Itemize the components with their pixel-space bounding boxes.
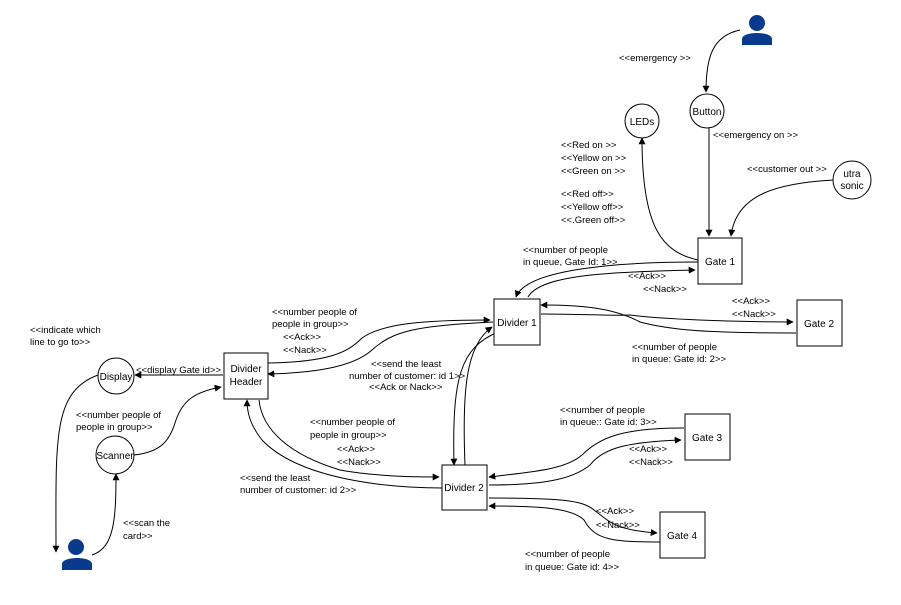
label-header-group-top-2: people in group>> [272,319,349,330]
person-icon-top [742,15,772,45]
node-display: Display [97,357,135,395]
edge-header-to-divider1 [267,316,491,364]
edge-gate4-to-divider2 [488,502,661,543]
node-display-label: Display [100,372,133,383]
label-send-least-1-b: number of customer: id 1>> [349,371,466,382]
label-indicate-1: <<indicate which [30,325,101,336]
label-gate1-ack: <<Ack>> [628,271,666,282]
node-scanner-label: Scanner [96,451,134,462]
edge-actor-to-button [702,29,741,93]
label-gate1-queue-1: <<number of people [523,245,608,256]
label-send-least-2-b: number of customer: id 2>> [240,485,357,496]
node-leds-label: LEDs [630,117,654,128]
label-gate4-ack: <<Ack>> [596,506,634,517]
node-button: Button [689,93,725,129]
label-gate3-ack: <<Ack>> [629,444,667,455]
node-divider-header: Divider Header [223,352,269,400]
node-button-label: Button [693,107,722,118]
edge-divider2-to-divider1 [463,326,493,466]
label-scan-card-2: card>> [123,531,153,542]
label-gate4-nack: <<Nack>> [596,520,640,531]
edge-divider2-to-header [243,399,444,489]
edge-divider2-to-gate4 [488,497,658,537]
edge-divider1-to-gate1 [527,266,696,298]
label-gate2-queue-2: in queue: Gate id: 2>> [632,354,726,365]
edge-labels: <<emergency >> <<emergency on >> <<custo… [30,53,827,573]
label-header-group-bottom-2: people in group>> [310,430,387,441]
label-yellow-off: <<Yellow off>> [561,202,624,213]
node-ultrasonic-label-1: utra [843,169,861,180]
person-icon-bottom [62,539,92,570]
edge-gate3-to-divider2 [488,427,685,480]
node-divider2-label: Divider 2 [444,483,484,494]
label-indicate-2: line to go to>> [30,337,91,348]
label-header-nack-top: <<Nack>> [283,345,327,356]
label-header-ack-bottom: <<Ack>> [337,444,375,455]
node-ultrasonic-label-2: sonic [840,181,863,192]
label-gate2-nack: <<Nack>> [732,309,776,320]
node-gate1: Gate 1 [697,237,743,285]
label-send-least-2-a: <<send the least [240,473,311,484]
label-gate2-queue-1: <<number of people [632,342,717,353]
label-gate4-queue-2: in queue: Gate id: 4>> [525,562,619,573]
label-ack-or-nack: <<Ack or Nack>> [369,382,443,393]
label-green-on: <<Green on >> [561,166,626,177]
node-divider-header-label-2: Header [230,377,263,388]
label-header-group-bottom-1: <<number people of [310,417,395,428]
edge-divider2-to-gate3 [488,436,682,486]
edge-display-to-actor [52,374,99,553]
node-gate1-label: Gate 1 [705,257,735,268]
node-gate3: Gate 3 [684,413,731,461]
node-divider-header-label-1: Divider [230,364,262,375]
node-gate2: Gate 2 [796,299,843,347]
label-gate3-queue-2: in queue:: Gate id: 3>> [560,417,657,428]
label-red-off: <<Red off>> [561,189,614,200]
label-scanner-group-2: people in group>> [76,422,153,433]
edge-divider1-to-header [267,321,494,378]
edge-actor-to-scanner [91,473,120,556]
label-send-least-1-a: <<send the least [371,359,442,370]
label-gate3-nack: <<Nack>> [629,457,673,468]
label-green-off: <<.Green off>> [561,215,626,226]
node-gate4-label: Gate 4 [667,531,697,542]
edges [52,29,835,556]
label-gate1-nack: <<Nack>> [643,284,687,295]
label-customer-out: <<customer out >> [747,164,827,175]
node-gate3-label: Gate 3 [692,433,722,444]
edge-gate2-to-divider1 [540,301,797,334]
label-emergency-on: <<emergency on >> [713,130,798,141]
edge-gate1-to-divider1 [514,261,699,298]
label-header-group-top-1: <<number people of [272,307,357,318]
node-scanner: Scanner [95,435,135,475]
node-divider1: Divider 1 [493,298,541,346]
edge-ultrasonic-to-gate1 [728,179,835,237]
label-gate2-ack: <<Ack>> [732,296,770,307]
label-header-ack-top: <<Ack>> [283,332,321,343]
node-gate2-label: Gate 2 [804,319,834,330]
label-scan-card-1: <<scan the [123,518,170,529]
label-gate3-queue-1: <<number of people [560,405,645,416]
node-divider1-label: Divider 1 [497,318,537,329]
edge-header-to-divider2 [258,399,440,481]
edge-divider1-to-divider2 [450,331,499,466]
label-yellow-on: <<Yellow on >> [561,153,627,164]
edge-gate1-to-leds [638,137,699,261]
edge-scanner-to-header [133,384,222,456]
label-display-gate: <<display Gate id>> [136,365,221,376]
node-gate4: Gate 4 [659,511,706,559]
edge-divider1-to-gate2 [540,313,794,326]
label-emergency: <<emergency >> [619,53,691,64]
label-red-on: <<Red on >> [561,140,617,151]
label-scanner-group-1: <<number people of [76,410,161,421]
node-leds: LEDs [624,103,660,139]
node-ultrasonic: utra sonic [832,160,872,200]
node-divider2: Divider 2 [441,464,488,511]
label-header-nack-bottom: <<Nack>> [337,457,381,468]
label-gate1-queue-2: in queue, Gate Id: 1>> [523,257,618,268]
label-gate4-queue-1: <<number of people [525,549,610,560]
